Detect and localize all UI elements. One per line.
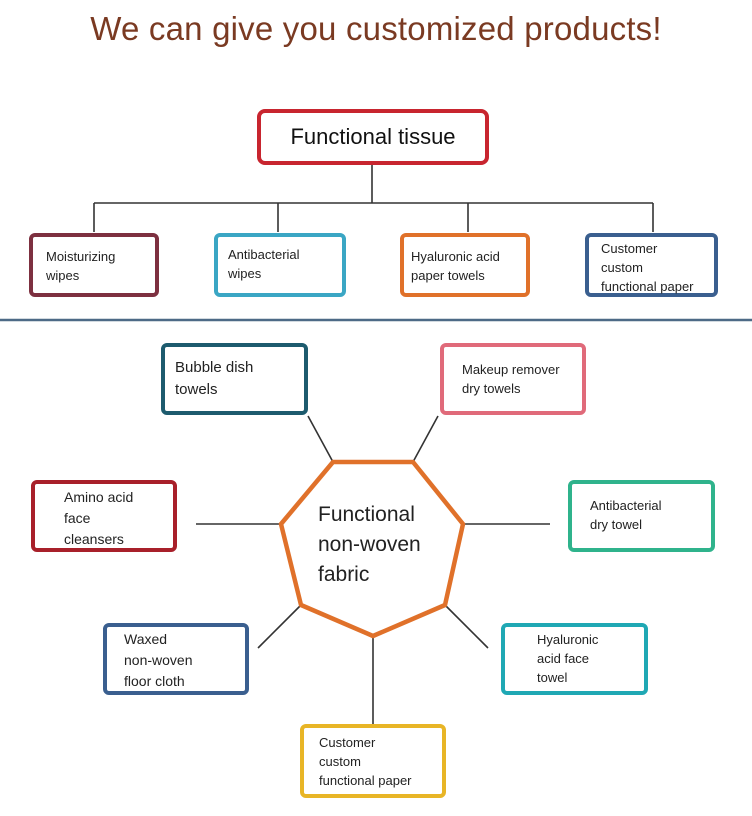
center-label: Functional non-woven fabric — [318, 503, 421, 586]
top-child-4: Customer custom functional paper — [585, 233, 718, 297]
item-amino-acid: Amino acid face cleansers — [31, 480, 177, 552]
item-waxed-floor-cloth: Waxed non-woven floor cloth — [103, 623, 249, 695]
top-child-1: Moisturizing wipes — [29, 233, 159, 297]
spoke-makeup — [412, 415, 439, 463]
spoke-hyaluronic — [444, 604, 489, 649]
item-antibacterial-dry-towel: Antibacterial dry towel — [568, 480, 715, 552]
item-hyaluronic-face-towel: Hyaluronic acid face towel — [501, 623, 648, 695]
item-makeup-remover: Makeup remover dry towels — [440, 343, 586, 415]
spoke-waxed — [257, 604, 302, 649]
item-bubble-dish-towels: Bubble dish towels — [161, 343, 308, 415]
top-child-2: Antibacterial wipes — [214, 233, 346, 297]
item-customer-functional-paper: Customer custom functional paper — [300, 724, 446, 798]
spoke-bubble — [307, 415, 334, 463]
page-title: We can give you customized products! — [90, 10, 662, 47]
top-child-3: Hyaluronic acid paper towels — [400, 233, 530, 297]
center-heptagon — [278, 459, 466, 639]
root-box: Functional tissue — [257, 109, 489, 165]
